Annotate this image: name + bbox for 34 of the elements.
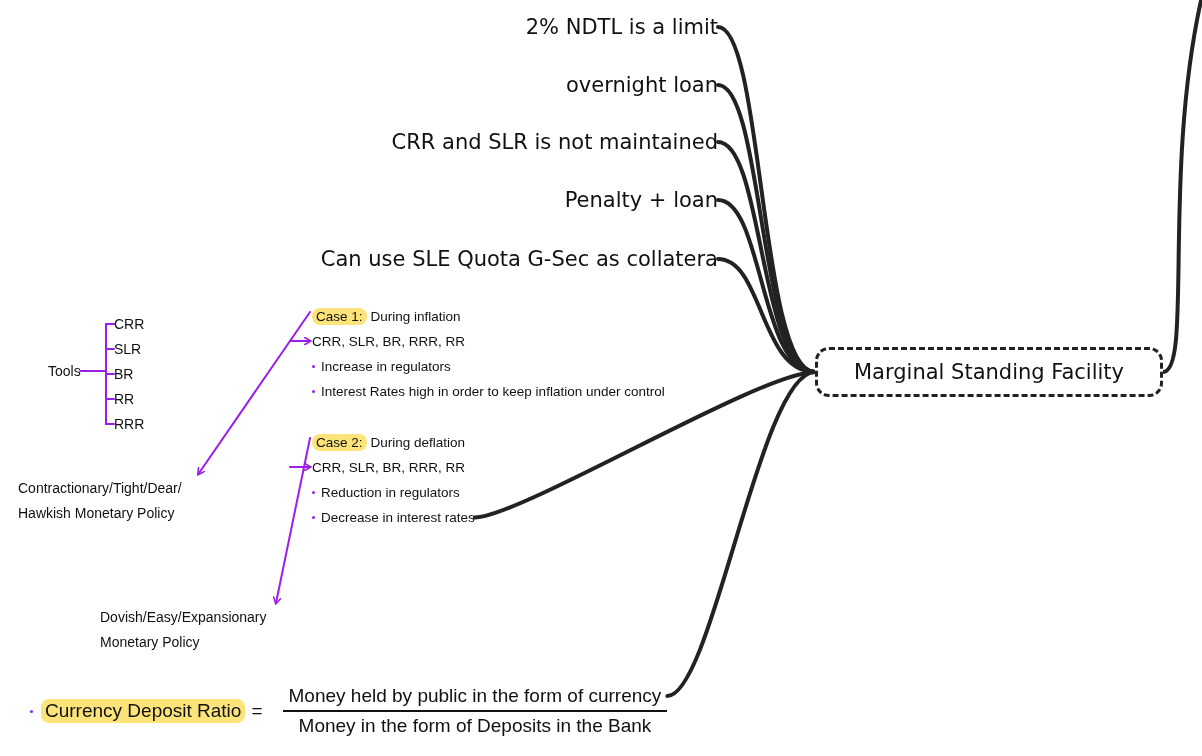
arrow bbox=[289, 336, 312, 346]
branch-label: Penalty + loan bbox=[564, 185, 718, 215]
bullet-text: Decrease in interest rates bbox=[321, 510, 475, 525]
case-title: During inflation bbox=[370, 309, 461, 324]
arrow bbox=[197, 311, 311, 476]
note-text: RRR bbox=[114, 414, 145, 434]
rate-list: CRR, SLR, BR, RRR, RR bbox=[312, 460, 465, 475]
arrow bbox=[289, 462, 312, 472]
policy-label: Dovish/Easy/Expansionary Monetary Policy bbox=[100, 605, 300, 655]
note-text: CRR bbox=[114, 314, 145, 334]
case-heading: Case 1: bbox=[312, 308, 367, 325]
note-text: RR bbox=[114, 389, 135, 409]
connector-line bbox=[1161, 0, 1202, 374]
case-title: During deflation bbox=[370, 435, 466, 450]
equals-sign: = bbox=[251, 700, 263, 722]
branch-label: CRR and SLR is not maintained bbox=[391, 127, 718, 157]
bullet-text: Interest Rates high in order to keep inflation under control bbox=[321, 384, 665, 399]
case-heading: Case 2: bbox=[312, 434, 367, 451]
note-text: BR bbox=[114, 364, 134, 384]
denominator: Money in the form of Deposits in the Bank bbox=[297, 714, 653, 738]
connector-line bbox=[79, 370, 115, 425]
formula-term: Currency Deposit Ratio bbox=[41, 699, 246, 723]
note-text: SLR bbox=[114, 339, 142, 359]
branch-label: 2% NDTL is a limit bbox=[525, 12, 718, 42]
branch-label: overnight loan bbox=[566, 70, 718, 100]
arrow bbox=[272, 437, 311, 605]
numerator: Money held by public in the form of currency bbox=[287, 684, 663, 708]
rate-list: CRR, SLR, BR, RRR, RR bbox=[312, 334, 465, 349]
policy-label: Contractionary/Tight/Dear/ Hawkish Monetary Policy bbox=[18, 476, 223, 526]
note-text: Tools bbox=[48, 361, 81, 381]
bullet-text: Increase in regulators bbox=[321, 359, 451, 374]
bullet-text: Reduction in regulators bbox=[321, 485, 460, 500]
branch-label: Can use SLE Quota G-Sec as collatera bbox=[320, 244, 718, 274]
topic-box: Marginal Standing Facility bbox=[815, 347, 1163, 397]
